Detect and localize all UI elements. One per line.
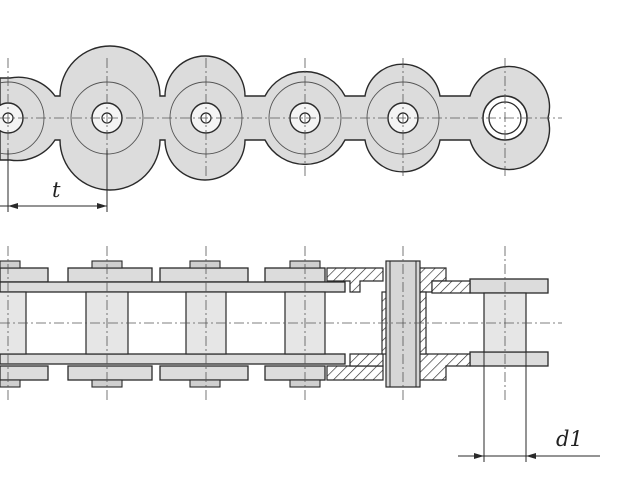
roller-diameter-label: d1 [556,427,583,451]
pitch-label: t [52,178,61,202]
top-view-centerlines [0,58,562,210]
side-view-section [326,260,471,388]
roller-diameter-dimension: d1 [458,352,600,462]
pitch-dimension: t [0,150,108,212]
side-view-plates [0,267,549,381]
side-view-centerlines [0,246,562,402]
top-view: t [0,45,562,212]
side-view: d1 [0,246,600,462]
